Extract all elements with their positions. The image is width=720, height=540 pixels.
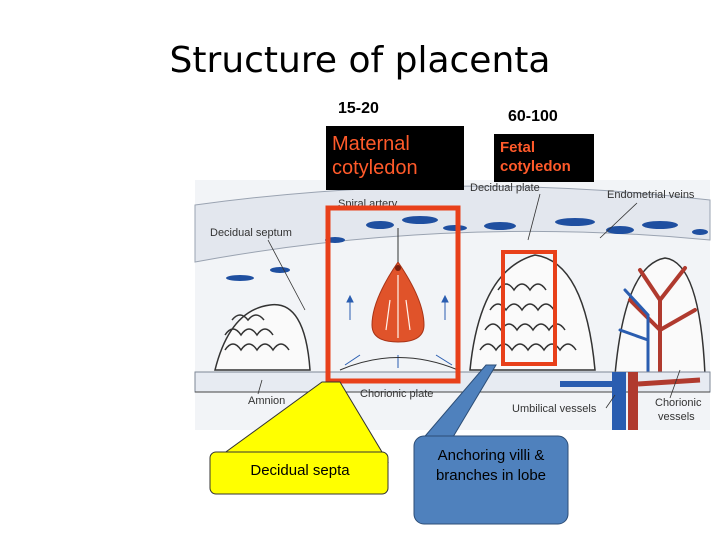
- decidual-septa-callout-text: Decidual septa: [250, 462, 350, 479]
- fetal-cotyledon-label-box: Fetal cotyledon: [494, 134, 594, 182]
- maternal-cotyledon-highlight: [325, 205, 461, 384]
- fetal-cotyledon-highlight: [501, 250, 557, 366]
- fetal-label-line1: Fetal: [500, 139, 536, 156]
- label-chorionic-plate: Chorionic plate: [360, 388, 433, 400]
- maternal-label-line2: cotyledon: [332, 157, 418, 179]
- label-chorionic-vessels-line2: vessels: [658, 411, 695, 423]
- label-chorionic-vessels-line1: Chorionic: [655, 397, 702, 409]
- anchoring-villi-callout: [413, 435, 569, 525]
- anchoring-villi-callout-text: Anchoring villi & branches in lobe: [435, 447, 547, 484]
- endometrial-veins-shapes: [226, 216, 708, 281]
- label-umbilical-vessels: Umbilical vessels: [512, 403, 597, 415]
- maternal-label-line1: Maternal: [332, 133, 410, 155]
- maternal-cotyledon-label-box: Maternal cotyledon: [326, 126, 464, 190]
- label-decidual-septum: Decidual septum: [210, 227, 292, 239]
- fetal-cotyledon-count: 60-100: [508, 108, 558, 125]
- label-decidual-plate: Decidual plate: [470, 182, 540, 194]
- maternal-cotyledon-count: 15-20: [338, 100, 379, 117]
- label-amnion: Amnion: [248, 395, 285, 407]
- umbilical-vessels-shapes: [560, 372, 701, 430]
- label-endometrial-veins: Endometrial veins: [607, 189, 695, 201]
- maternal-blood-jet: [371, 228, 425, 343]
- blood-flow-arrows: [344, 294, 453, 368]
- slide-title: Structure of placenta: [169, 40, 551, 81]
- leader-lines: [257, 193, 681, 409]
- fetal-label-line2: cotyledon: [500, 158, 571, 175]
- decidual-septa-callout: [209, 451, 389, 495]
- chorionic-vessel-tree: [618, 266, 697, 374]
